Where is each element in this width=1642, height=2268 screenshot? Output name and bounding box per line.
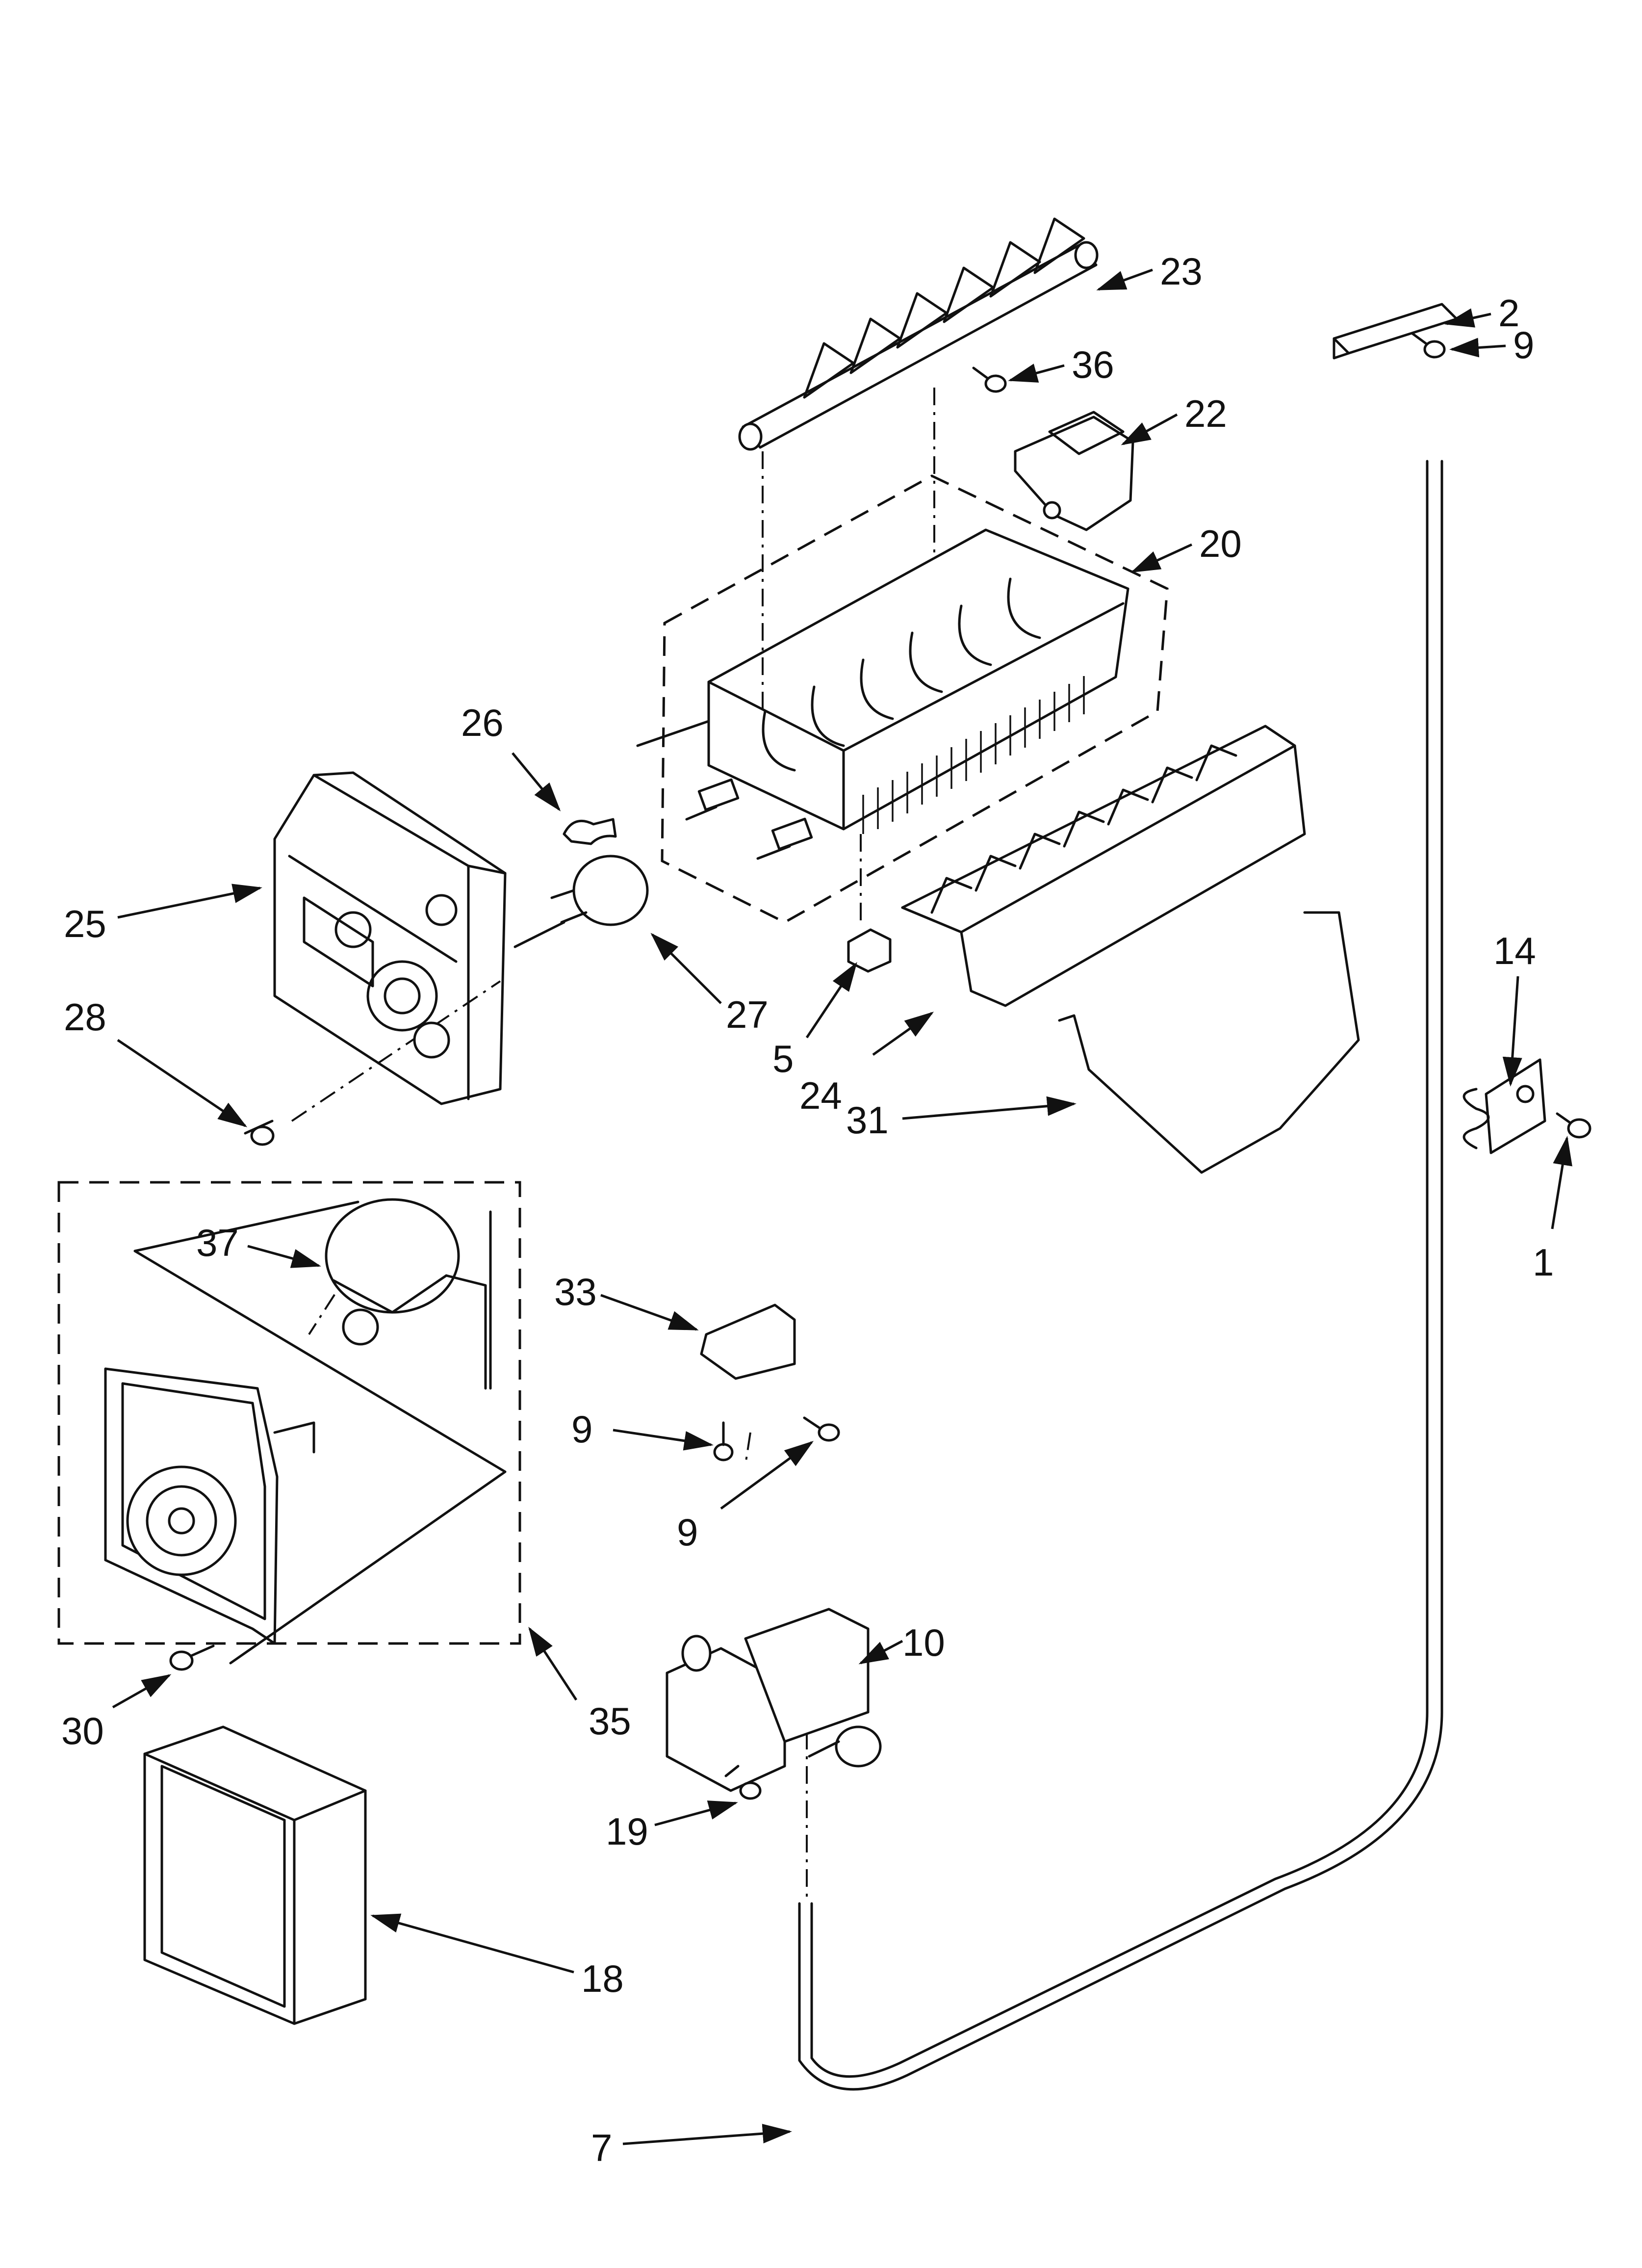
screw-middle-right xyxy=(803,1416,840,1442)
callout-37: 37 xyxy=(196,1221,239,1264)
part-fill-cup xyxy=(1014,411,1134,531)
callout-14: 14 xyxy=(1493,929,1536,972)
callout-35: 35 xyxy=(589,1699,631,1743)
mold-assembly-frame xyxy=(661,474,1169,924)
callout-20: 20 xyxy=(1199,522,1242,565)
callout-10: 10 xyxy=(902,1621,945,1664)
part-clip xyxy=(847,928,892,973)
part-mold xyxy=(636,528,1129,860)
part-water-tube-inner xyxy=(810,460,1429,2078)
part-thermostat-clip xyxy=(563,818,617,845)
part-motor xyxy=(325,1198,492,1390)
callout-labels: 23 2 9 36 22 20 26 25 27 5 24 31 14 28 1… xyxy=(61,250,1554,2169)
callout-1: 1 xyxy=(1533,1241,1554,1284)
callout-23: 23 xyxy=(1160,250,1203,293)
part-cover-block xyxy=(143,1725,367,2025)
motor-assembly-outline xyxy=(133,1200,507,1665)
callout-2: 2 xyxy=(1498,291,1519,335)
callout-33: 33 xyxy=(554,1270,597,1313)
callout-27: 27 xyxy=(726,993,769,1036)
callout-30: 30 xyxy=(61,1709,104,1752)
callout-31: 31 xyxy=(846,1098,889,1142)
callout-19: 19 xyxy=(606,1810,648,1853)
part-shutoff-arm xyxy=(1058,911,1360,1174)
part-motor-plate xyxy=(104,1367,315,1645)
screw-middle-left xyxy=(713,1421,734,1461)
callout-9-middle-left: 9 xyxy=(571,1408,592,1451)
callout-9-top: 9 xyxy=(1513,323,1534,366)
callout-24: 24 xyxy=(799,1074,842,1117)
leader-lines xyxy=(112,268,1572,2145)
callout-7: 7 xyxy=(591,2126,612,2169)
callout-5: 5 xyxy=(772,1037,794,1080)
screw-1 xyxy=(1556,1112,1591,1139)
motor-assembly-frame xyxy=(57,1181,521,1645)
part-stripper xyxy=(901,725,1306,1007)
part-water-tube xyxy=(798,460,1443,2091)
part-ejector xyxy=(738,217,1099,451)
screw-28 xyxy=(244,1120,275,1146)
callout-28: 28 xyxy=(64,995,106,1039)
screw-top-right xyxy=(1411,332,1446,359)
callout-25: 25 xyxy=(64,902,106,945)
callout-18: 18 xyxy=(581,1957,624,2000)
part-valve-cover xyxy=(700,1303,796,1380)
part-module-housing xyxy=(273,771,507,1105)
callout-36: 36 xyxy=(1072,343,1114,386)
screw-19 xyxy=(724,1765,762,1800)
part-tube-clamp xyxy=(1462,1058,1546,1154)
callout-26: 26 xyxy=(461,701,504,744)
part-water-valve xyxy=(666,1608,882,1792)
callout-9-middle-bottom: 9 xyxy=(677,1511,698,1554)
callout-22: 22 xyxy=(1184,392,1227,435)
part-thermostat xyxy=(513,855,649,948)
screw-30 xyxy=(169,1644,215,1671)
screw-36 xyxy=(972,366,1007,393)
